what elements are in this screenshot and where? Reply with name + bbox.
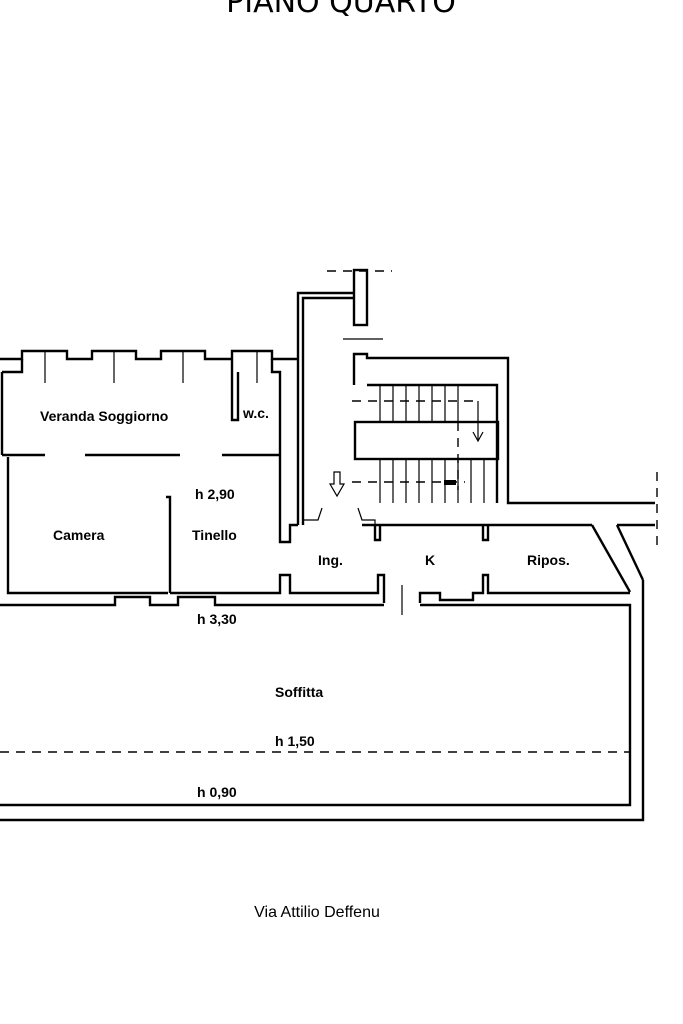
room-ingresso: Ing.: [318, 552, 343, 568]
room-cucina: K: [425, 552, 435, 568]
room-wc: w.c.: [242, 405, 269, 421]
room-soffitta: Soffitta: [275, 684, 323, 700]
street-name: Via Attilio Deffenu: [254, 904, 380, 921]
height-label: h 1,50: [275, 733, 315, 749]
height-label: h 3,30: [197, 611, 237, 627]
room-camera: Camera: [53, 527, 105, 543]
room-ripostiglio: Ripos.: [527, 552, 570, 568]
height-label: h 0,90: [197, 784, 237, 800]
plan-title: PIANO QUARTO: [226, 0, 456, 20]
stair-steps: [352, 385, 485, 503]
room-veranda-soggiorno: Veranda Soggiorno: [40, 408, 168, 424]
height-label: h 2,90: [195, 486, 235, 502]
walls: [0, 268, 658, 822]
room-tinello: Tinello: [192, 527, 237, 543]
entrance-arrow-icon: [328, 471, 346, 498]
